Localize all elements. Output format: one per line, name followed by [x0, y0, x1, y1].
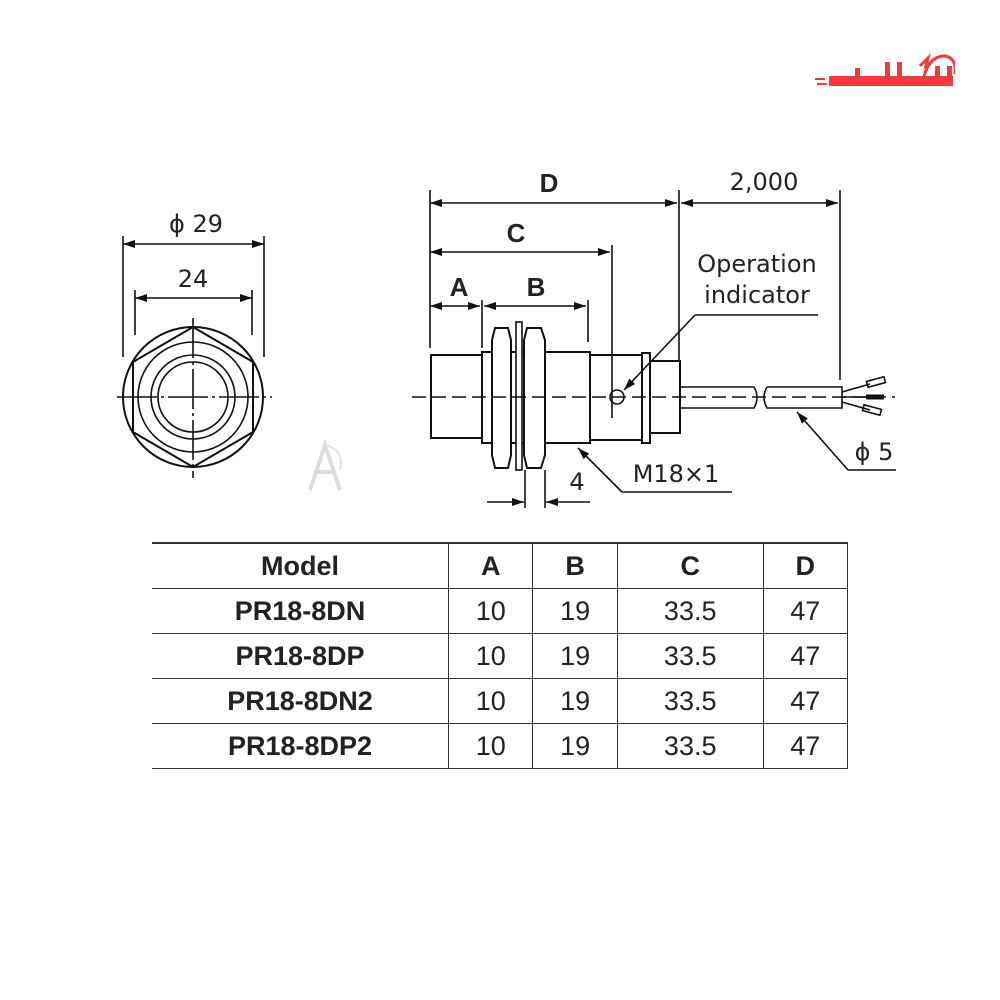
indicator-label-line1: Operation [697, 250, 816, 278]
brand-logo [815, 52, 957, 103]
cell-b: 19 [532, 723, 618, 769]
dim-d-label: D [540, 168, 559, 198]
cell-a: 10 [447, 588, 534, 634]
outer-diameter-label: ϕ 29 [169, 210, 223, 238]
indicator-label-line2: indicator [704, 281, 810, 309]
cable-length-label: 2,000 [730, 168, 799, 196]
sensor-side-view [412, 190, 896, 508]
cell-a: 10 [447, 723, 534, 769]
cell-model: PR18-8DP2 [152, 723, 449, 769]
table-header-row: Model A B C D [152, 542, 849, 589]
cell-c: 33.5 [616, 588, 764, 634]
cell-d: 47 [762, 633, 849, 679]
dimension-drawing: ϕ 29 24 D 2,000 C A B Operation indicato… [117, 168, 896, 508]
cell-a: 10 [447, 633, 534, 679]
table-row: PR18-8DP 10 19 33.5 47 [152, 633, 849, 679]
cell-model: PR18-8DN [152, 588, 449, 634]
dim-a-label: A [450, 272, 469, 302]
dimensions-table: Model A B C D PR18-8DN 10 19 33.5 47 PR1… [152, 542, 849, 769]
cell-model: PR18-8DN2 [152, 678, 449, 724]
thread-label: M18×1 [633, 460, 720, 488]
cell-c: 33.5 [616, 678, 764, 724]
end-view [117, 236, 272, 478]
header-a: A [447, 542, 534, 589]
cell-b: 19 [532, 633, 618, 679]
table-row: PR18-8DN2 10 19 33.5 47 [152, 678, 849, 724]
nut-thickness-label: 4 [569, 468, 584, 496]
header-d: D [762, 542, 849, 589]
logo-mark [815, 53, 957, 86]
cell-d: 47 [762, 678, 849, 724]
hex-width-label: 24 [178, 265, 209, 293]
cell-d: 47 [762, 588, 849, 634]
cell-d: 47 [762, 723, 849, 769]
cell-b: 19 [532, 678, 618, 724]
watermark-logo [308, 438, 342, 491]
cell-c: 33.5 [616, 723, 764, 769]
dim-c-label: C [507, 218, 526, 248]
header-c: C [616, 542, 764, 589]
header-b: B [532, 542, 618, 589]
cable-diameter-label: ϕ 5 [855, 438, 894, 466]
table-row: PR18-8DN 10 19 33.5 47 [152, 588, 849, 634]
cell-a: 10 [447, 678, 534, 724]
dim-b-label: B [527, 272, 546, 302]
table-row: PR18-8DP2 10 19 33.5 47 [152, 723, 849, 769]
cell-model: PR18-8DP [152, 633, 449, 679]
cell-b: 19 [532, 588, 618, 634]
cell-c: 33.5 [616, 633, 764, 679]
header-model: Model [152, 542, 449, 589]
